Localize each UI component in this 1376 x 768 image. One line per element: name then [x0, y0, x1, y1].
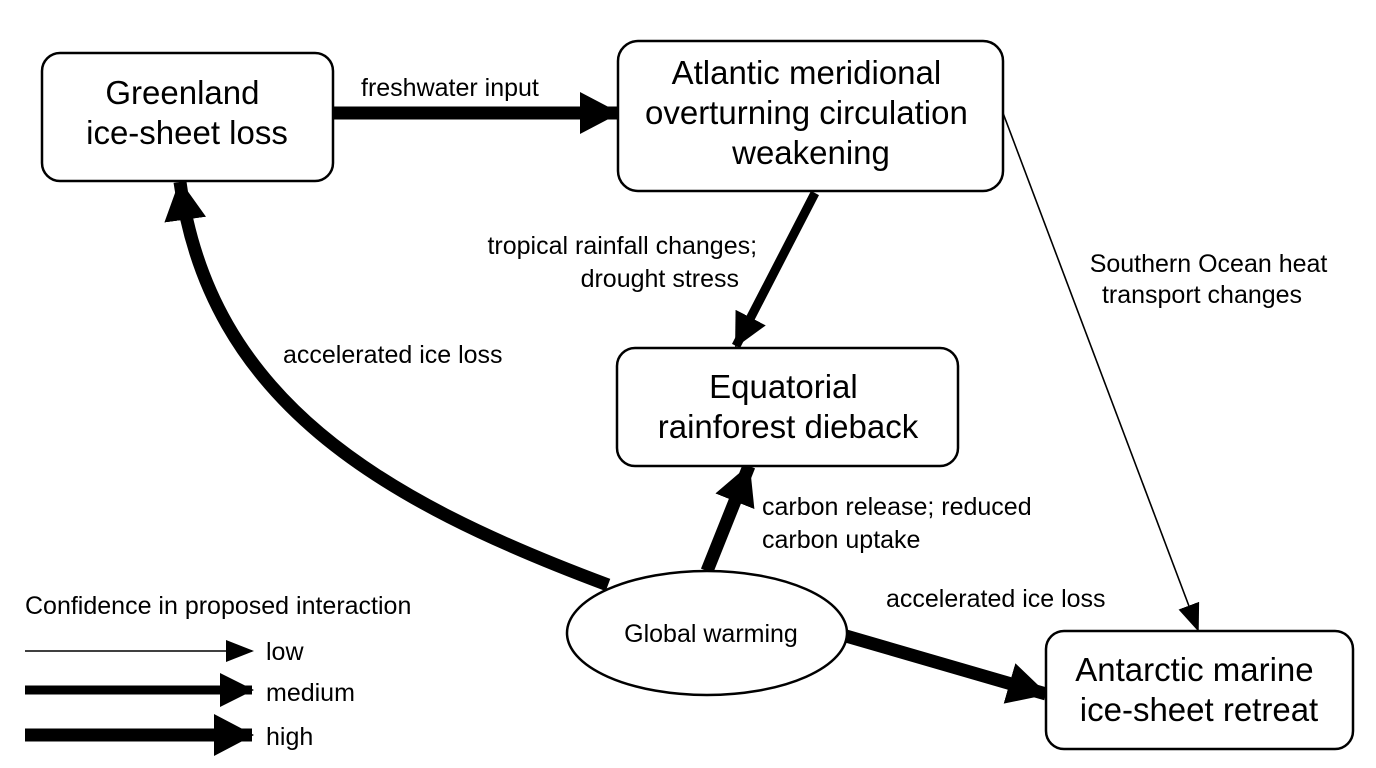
edge-warming-to-greenland-arrow — [164, 180, 611, 592]
node-rainforest-box — [615, 346, 960, 468]
node-greenland-box — [40, 51, 335, 183]
node-rainforest-line-1: Equatorial — [709, 368, 858, 405]
node-amoc-line-1: Atlantic meridional — [672, 54, 942, 91]
node-greenland-label: Greenland ice-sheet loss — [86, 74, 288, 151]
edge-amoc-to-antarctic-label-line-1: Southern Ocean heat — [1090, 250, 1328, 278]
edge-warming-to-antarctic-label: accelerated ice loss — [886, 585, 1106, 613]
legend: Confidence in proposed interaction low m… — [25, 592, 411, 756]
node-antarctic-label: Antarctic marine ice-sheet retreat — [1075, 651, 1323, 728]
node-amoc-label: Atlantic meridional overturning circulat… — [645, 54, 977, 171]
node-greenland: Greenland ice-sheet loss — [40, 51, 335, 183]
edge-warming-to-greenland-label: accelerated ice loss — [283, 341, 503, 369]
node-warming-line-1: Global warming — [624, 620, 798, 648]
node-antarctic-line-2: ice-sheet retreat — [1080, 691, 1318, 728]
edge-warming-to-antarctic-arrow — [844, 629, 1048, 704]
edge-amoc-to-rainforest-label: tropical rainfall changes; drought stres… — [487, 232, 764, 293]
node-amoc-line-2: overturning circulation — [645, 94, 968, 131]
edge-amoc-to-antarctic-label-line-2: transport changes — [1102, 281, 1302, 309]
node-warming-ellipse — [565, 569, 849, 697]
legend-label-high: high — [266, 723, 313, 751]
edge-warming-to-greenland — [164, 180, 611, 592]
node-amoc: Atlantic meridional overturning circulat… — [616, 39, 1005, 193]
node-warming: Global warming — [565, 569, 849, 697]
edge-greenland-to-amoc-label: freshwater input — [361, 74, 539, 102]
edge-amoc-to-antarctic-label: Southern Ocean heat transport changes — [1090, 250, 1335, 309]
edge-amoc-to-rainforest — [732, 190, 819, 349]
legend-label-low: low — [266, 638, 304, 666]
node-rainforest-label: Equatorial rainforest dieback — [658, 368, 919, 445]
edge-warming-to-rainforest-label: carbon release; reduced carbon uptake — [762, 493, 1039, 554]
edge-warming-to-rainforest-label-line-2: carbon uptake — [762, 526, 920, 554]
node-warming-label: Global warming — [624, 620, 798, 648]
edge-warming-to-antarctic — [844, 629, 1048, 704]
node-greenland-line-2: ice-sheet loss — [86, 114, 288, 151]
edge-amoc-to-antarctic — [1002, 112, 1200, 632]
node-greenland-line-1: Greenland — [105, 74, 259, 111]
edge-warming-to-greenland-label-line-1: accelerated ice loss — [283, 341, 503, 369]
edge-amoc-to-rainforest-arrow — [732, 190, 819, 349]
node-rainforest: Equatorial rainforest dieback — [615, 346, 960, 468]
edge-warming-to-rainforest — [700, 463, 756, 574]
node-antarctic: Antarctic marine ice-sheet retreat — [1044, 629, 1355, 751]
edge-warming-to-rainforest-label-line-1: carbon release; reduced — [762, 493, 1032, 521]
legend-title: Confidence in proposed interaction — [25, 592, 411, 620]
edge-warming-to-antarctic-label-line-1: accelerated ice loss — [886, 585, 1106, 613]
node-amoc-line-3: weakening — [731, 134, 890, 171]
node-rainforest-line-2: rainforest dieback — [658, 408, 919, 445]
edge-greenland-to-amoc-label-line-1: freshwater input — [361, 74, 539, 102]
node-antarctic-box — [1044, 629, 1355, 751]
edge-warming-to-rainforest-arrow — [700, 463, 756, 574]
node-amoc-box — [616, 39, 1005, 193]
edge-amoc-to-antarctic-arrow — [1002, 112, 1200, 632]
edge-amoc-to-rainforest-label-line-2: drought stress — [581, 265, 739, 293]
edge-amoc-to-rainforest-label-line-1: tropical rainfall changes; — [487, 232, 757, 260]
legend-label-medium: medium — [266, 679, 355, 707]
node-antarctic-line-1: Antarctic marine — [1075, 651, 1313, 688]
